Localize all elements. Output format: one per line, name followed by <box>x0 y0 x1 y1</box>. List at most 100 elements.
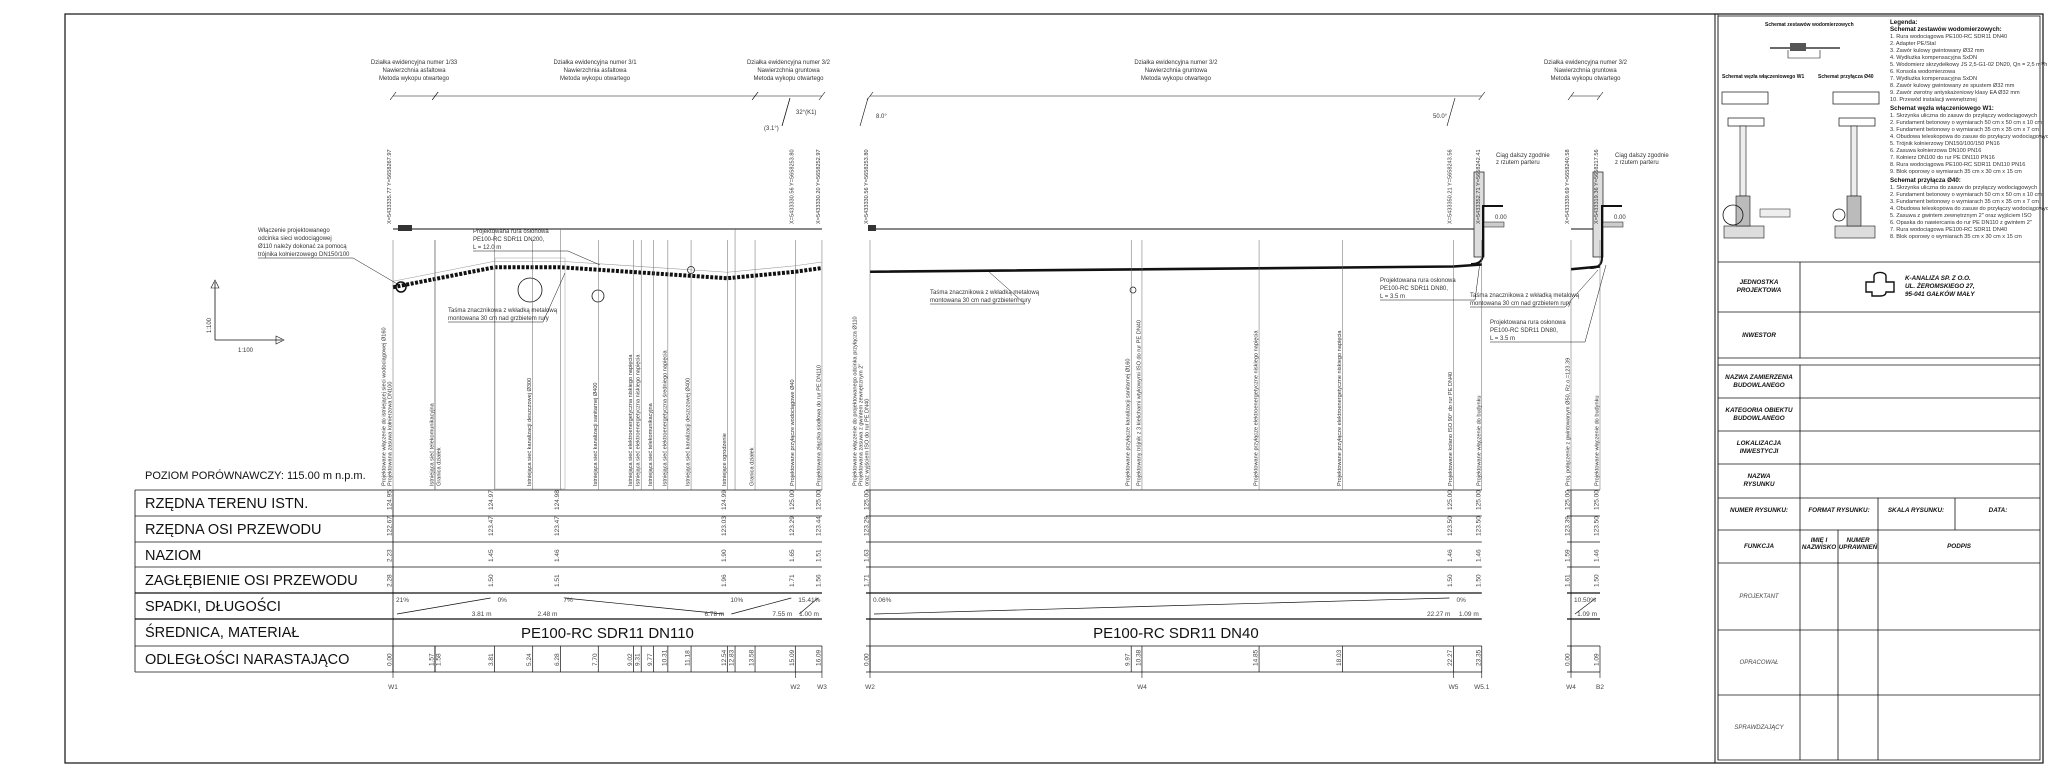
parcel-dimension-tick <box>1567 91 1575 101</box>
marking-tape-callout-leader <box>1564 269 1599 308</box>
feature-label: Istniejąca sieć kanalizacji deszczowej Ø… <box>686 378 692 486</box>
distance-value: 1.58 <box>435 653 442 666</box>
feature-label: Projektowana złączka siodłowa do rur PE … <box>816 365 822 486</box>
profile-column: Projektowane przyłącze wodociągowe Ø4012… <box>789 240 796 672</box>
casing-dn80-callout-leader <box>1584 264 1607 343</box>
node-label: W4 <box>1137 684 1147 691</box>
profile-column: Istniejąca sieć elektroenergetyczna nisk… <box>627 240 634 672</box>
profile-column: Istniejąca sieć kanalizacji sanitarnej Ø… <box>592 240 599 672</box>
marking-tape-callout: Taśma znacznikowa z wkładką metalowąmont… <box>930 269 1040 305</box>
naziom-value: 1.51 <box>815 549 822 562</box>
legend-item: 9. Zawór zwrotny antyskażeniowy klasy EA… <box>1890 90 2020 96</box>
legend-item: 8. Zawór kulowy gwintowany ze spustem Ø3… <box>1890 83 2015 89</box>
info-header: DATA: <box>1989 507 2008 514</box>
distance-value: 11.18 <box>685 650 692 666</box>
terrain-value: 124.95 <box>387 490 394 510</box>
connection-d40-valve <box>1846 195 1862 227</box>
profile-column: Projektowane przyłącze elektroenergetycz… <box>1336 240 1343 672</box>
parcel-label: Metoda wykopu otwartego <box>1550 76 1621 82</box>
slope-line <box>396 597 491 615</box>
node-label: W2 <box>865 684 875 691</box>
existing-storm-sewer-pipe <box>517 277 543 303</box>
slope-length: 1.09 m <box>1459 611 1479 618</box>
angle-label: 8.0° <box>876 114 887 120</box>
feature-label: Proj. połączenie z gwintowanym Ø50, Rz.o… <box>1566 358 1572 486</box>
function-label: OPRACOWAŁ <box>1740 660 1779 666</box>
distance-value: 0.00 <box>387 653 394 666</box>
marking-tape-callout: Taśma znacznikowa z wkładką metalowąmont… <box>1470 269 1599 308</box>
title-field-label: NAZWA <box>1747 473 1771 480</box>
profile-column: 12.83 <box>729 229 736 672</box>
profile-column: Projektowane włączenie do projektowanego… <box>853 240 871 672</box>
distance-value: 0.00 <box>864 653 871 666</box>
node-w1-telescopic-housing <box>1739 125 1747 197</box>
depth-value: 1.96 <box>721 574 728 587</box>
feature-label: Projektowane włączenie do budynku <box>1476 396 1482 487</box>
valve-box-symbol <box>868 225 876 231</box>
legend-item: 7. Kołnierz DN100 do rur PE DN110 PN16 <box>1890 155 1995 161</box>
legend-item: 9. Blok oporowy o wymiarach 35 cm x 30 c… <box>1890 169 2022 175</box>
node-w1-thrust-block <box>1723 225 1765 239</box>
depth-value: 1.51 <box>554 574 561 587</box>
signature-header: FUNKCJA <box>1744 543 1775 550</box>
node-label: W5.1 <box>1474 684 1490 691</box>
node-w1-street-box <box>1721 91 1769 105</box>
terrain-value: 125.00 <box>1475 490 1482 510</box>
connection-callout-text: Włączenie projektowanego <box>258 228 330 234</box>
distance-value: 18.03 <box>1336 649 1343 666</box>
slope-percent: 10.50% <box>1574 597 1596 604</box>
parcel-label: Działka ewidencyjna numer 3/2 <box>1544 60 1628 66</box>
naziom-value: 1.65 <box>789 549 796 562</box>
connection-d40-thrust-block <box>1834 225 1876 239</box>
feature-label: Istniejąca sieć elektroenergetyczna nisk… <box>628 354 634 486</box>
legend-diagram-title: Schemat przyłącza Ø40 <box>1818 74 1874 80</box>
profile-segment-1: Projektowane włączenie do istniejącej si… <box>135 60 831 691</box>
parcel-dimension-tick <box>389 91 397 101</box>
slope-length: 22.27 m <box>1427 611 1451 618</box>
distance-value: 3.81 <box>488 653 495 666</box>
feature-label: Istniejąca sieć elektroenergetyczna nisk… <box>636 354 642 486</box>
node-label: W1 <box>388 684 398 691</box>
pipe-value: 123.29 <box>789 516 796 536</box>
feature-label: Granica działek <box>750 447 756 486</box>
depth-value: 2.28 <box>387 574 394 587</box>
slope-percent: 7% <box>563 597 573 604</box>
building-entry-pipe <box>1589 205 1622 269</box>
continuation-note: z rzutem parteru <box>1615 160 1659 166</box>
pipe-value: 123.44 <box>815 516 822 536</box>
row-label: SPADKI, DŁUGOŚCI <box>145 597 281 615</box>
legend-diagram-title: Schemat zestawów wodomierzowych <box>1765 22 1854 28</box>
terrain-value: 124.98 <box>554 490 561 510</box>
slope-length: 7.55 m <box>772 611 792 618</box>
valve-box-symbol <box>398 225 412 231</box>
node-label: B2 <box>1596 684 1604 691</box>
distance-value: 0.00 <box>1565 653 1572 666</box>
slope-percent: 10% <box>730 597 743 604</box>
naziom-value: 1.90 <box>721 549 728 562</box>
title-field-label: RYSUNKU <box>1743 481 1774 488</box>
casing-dn80-callout-text: Projektowana rura osłonowa <box>1380 278 1456 284</box>
slope-line <box>873 597 1450 615</box>
node-label: W5 <box>1449 684 1459 691</box>
legend-item: 5. Trójnik kołnierzowy DN150/100/150 PN1… <box>1890 141 2000 147</box>
scale-label-horizontal: 1:100 <box>238 348 254 354</box>
parcel-annotation: Działka ewidencyjna numer 3/2Nawierzchni… <box>747 60 831 101</box>
legend-group-heading: Schemat węzła włączeniowego W1: <box>1890 105 1994 112</box>
parcel-dimension-tick <box>1596 91 1604 101</box>
terrain-value: 125.00 <box>815 490 822 510</box>
distance-value: 23.35 <box>1475 649 1482 666</box>
connection-callout-text: odcinka sieci wodociągowej <box>258 236 332 242</box>
pipe-value: 123.50 <box>1593 516 1600 536</box>
feature-label: Projektowane przyłącze kanalizacji sanit… <box>1126 359 1132 486</box>
profile-column: Projektowane włączenie do istniejącej si… <box>382 240 394 672</box>
connection-callout: Włączenie projektowanego odcinka sieci wo… <box>258 228 400 286</box>
building-entry-pipe <box>1470 205 1503 265</box>
slope-percent: 0% <box>1456 597 1466 604</box>
naziom-value: 1.59 <box>1565 549 1572 562</box>
marking-tape-callout-text: Taśma znacznikowa z wkładką metalową <box>930 290 1040 296</box>
angle-label: 32°(K1) <box>796 110 816 116</box>
